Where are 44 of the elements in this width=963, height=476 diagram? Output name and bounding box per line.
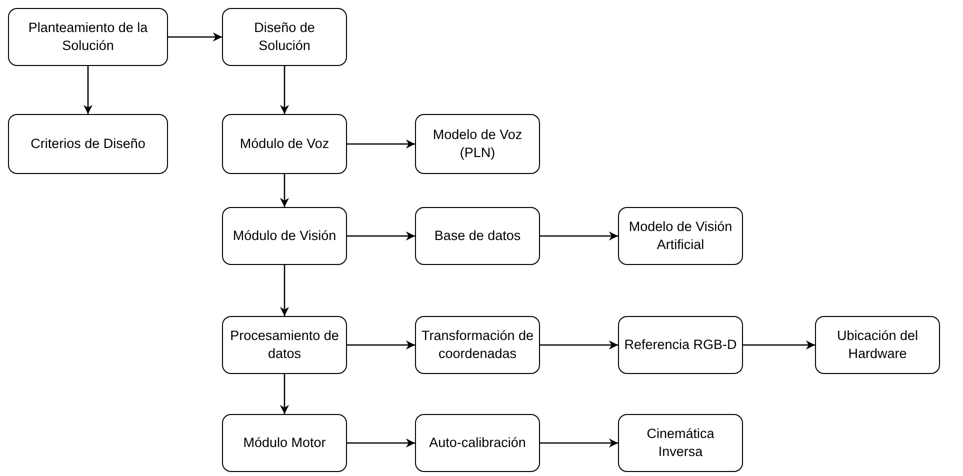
node-label: Diseño de Solución: [253, 19, 316, 55]
node-label: Transformación de coordenadas: [420, 327, 535, 363]
node-label: Modelo de Voz (PLN): [432, 126, 524, 162]
node-label: Planteamiento de la Solución: [27, 19, 149, 55]
process-box: [8, 8, 168, 66]
process-box: [415, 316, 540, 374]
process-box: [815, 316, 940, 374]
node-label: Cinemática Inversa: [646, 425, 716, 461]
node-label: Ubicación del Hardware: [836, 327, 920, 363]
arrow: [280, 66, 290, 114]
arrow: [540, 340, 618, 350]
node-label: Criterios de Diseño: [30, 135, 146, 153]
process-box: [618, 207, 743, 265]
arrow: [540, 438, 618, 448]
process-box: [222, 316, 347, 374]
arrow: [743, 340, 815, 350]
arrow: [347, 231, 415, 241]
arrow: [540, 231, 618, 241]
process-box: [8, 114, 168, 174]
arrow: [347, 438, 415, 448]
arrow: [347, 340, 415, 350]
process-box: [222, 114, 347, 174]
process-box: [222, 8, 347, 66]
node-label: Referencia RGB-D: [624, 336, 737, 354]
arrow: [83, 66, 93, 114]
process-box: [618, 414, 743, 472]
node-label: Modelo de Visión Artificial: [628, 218, 734, 254]
node-label: Procesamiento de datos: [229, 327, 340, 363]
arrow: [280, 265, 290, 316]
arrow: [280, 374, 290, 414]
process-box: [222, 414, 347, 472]
node-label: Módulo Motor: [243, 434, 326, 452]
process-box: [415, 114, 540, 174]
node-label: Módulo de Voz: [240, 135, 330, 153]
node-label: Módulo de Visión: [232, 227, 336, 245]
node-label: Auto-calibración: [429, 434, 526, 452]
arrow: [347, 139, 415, 149]
process-box: [222, 207, 347, 265]
node-label: Base de datos: [434, 227, 521, 245]
process-box: [415, 414, 540, 472]
process-box: [415, 207, 540, 265]
arrow: [280, 174, 290, 207]
process-box: [618, 316, 743, 374]
arrow: [168, 32, 222, 42]
